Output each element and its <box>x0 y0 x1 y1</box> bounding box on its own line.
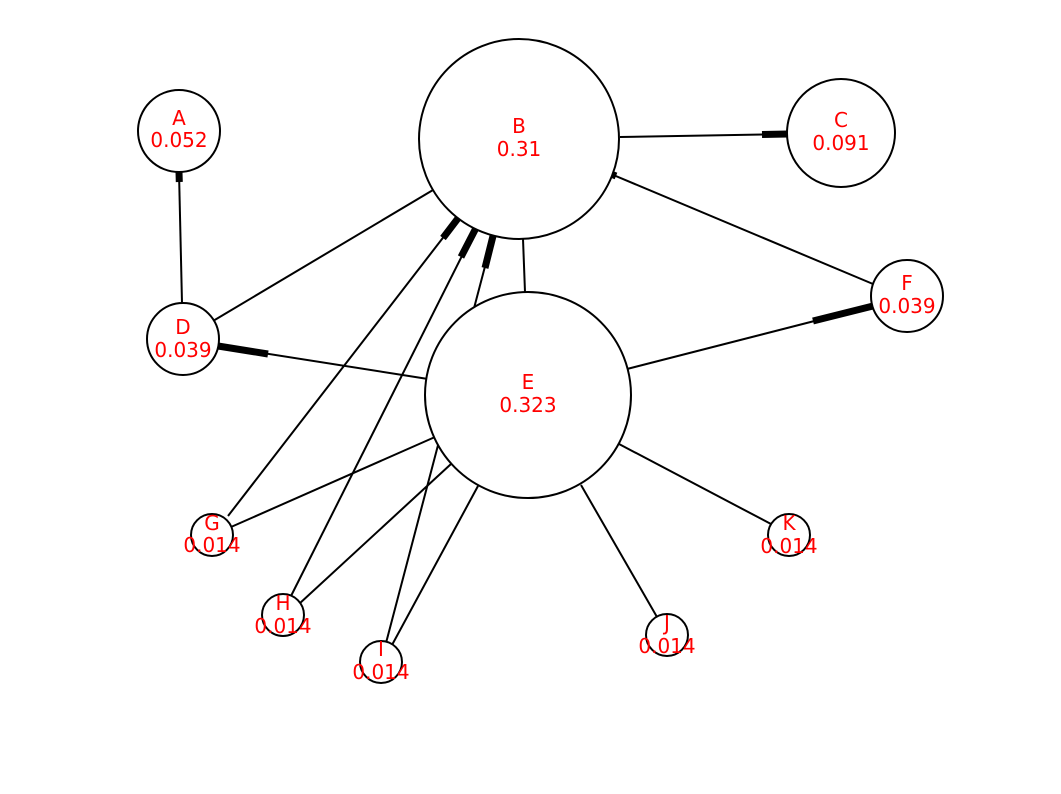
node-j[interactable]: J 0.014 <box>638 611 695 658</box>
edge-d-b <box>212 189 434 322</box>
node-g[interactable]: G 0.014 <box>183 511 241 557</box>
edge-i-e <box>391 485 479 646</box>
arrowhead-d <box>217 342 269 358</box>
edge-k-e <box>618 443 772 525</box>
edge-g-b <box>227 216 460 517</box>
node-a-value: 0.052 <box>150 128 207 152</box>
node-f-value: 0.039 <box>878 294 935 318</box>
node-i-id: I <box>378 637 384 661</box>
arrowhead-f <box>812 302 874 325</box>
node-f-id: F <box>901 271 913 295</box>
edge-g-e <box>230 436 436 528</box>
node-c-circle <box>786 78 896 188</box>
node-b[interactable]: B 0.31 <box>418 38 620 240</box>
node-d-id: D <box>175 315 190 339</box>
node-j-value: 0.014 <box>638 634 695 658</box>
node-c-value: 0.091 <box>812 131 869 155</box>
node-e-value: 0.323 <box>499 393 556 417</box>
node-i-circle <box>359 640 403 684</box>
node-j-id: J <box>662 611 670 635</box>
node-k-id: K <box>782 511 796 535</box>
node-h-value: 0.014 <box>254 614 311 638</box>
edge-d-a <box>178 171 183 304</box>
edge-j-e <box>580 484 658 618</box>
arrowhead-c <box>761 130 789 138</box>
node-e[interactable]: E 0.323 <box>424 291 632 499</box>
node-b-id: B <box>512 114 526 138</box>
node-i-value: 0.014 <box>352 660 409 684</box>
nodes-layer: A 0.052 B 0.31 C 0.091 D 0.039 E 0.323 F… <box>137 38 944 684</box>
node-c-id: C <box>834 108 848 132</box>
node-a[interactable]: A 0.052 <box>137 89 221 173</box>
node-i[interactable]: I 0.014 <box>352 637 410 684</box>
node-j-circle <box>645 613 689 657</box>
arrowhead-b-from-g <box>440 214 462 241</box>
node-c[interactable]: C 0.091 <box>786 78 896 188</box>
node-a-circle <box>137 89 221 173</box>
node-d[interactable]: D 0.039 <box>146 302 220 376</box>
node-h-circle <box>261 593 305 637</box>
node-f-circle <box>870 259 944 333</box>
edge-e-b <box>522 238 526 293</box>
node-g-id: G <box>204 511 220 535</box>
arrowhead-b-from-i <box>481 235 497 269</box>
node-e-id: E <box>522 370 535 394</box>
edge-h-e <box>298 463 452 605</box>
arrowhead-b-from-h <box>457 226 480 259</box>
node-d-circle <box>146 302 220 376</box>
edge-h-b <box>290 227 477 597</box>
node-d-value: 0.039 <box>154 338 211 362</box>
node-a-id: A <box>172 106 186 130</box>
edge-f-b <box>610 173 874 285</box>
node-g-circle <box>190 513 234 557</box>
node-g-value: 0.014 <box>183 533 240 557</box>
edge-b-c <box>619 133 789 138</box>
node-h-id: H <box>275 591 290 615</box>
node-b-circle <box>418 38 620 240</box>
node-h[interactable]: H 0.014 <box>254 591 311 638</box>
node-f[interactable]: F 0.039 <box>870 259 944 333</box>
node-k-value: 0.014 <box>760 534 817 558</box>
node-e-circle <box>424 291 632 499</box>
node-k[interactable]: K 0.014 <box>760 511 817 558</box>
node-b-value: 0.31 <box>497 137 542 161</box>
node-k-circle <box>767 513 811 557</box>
